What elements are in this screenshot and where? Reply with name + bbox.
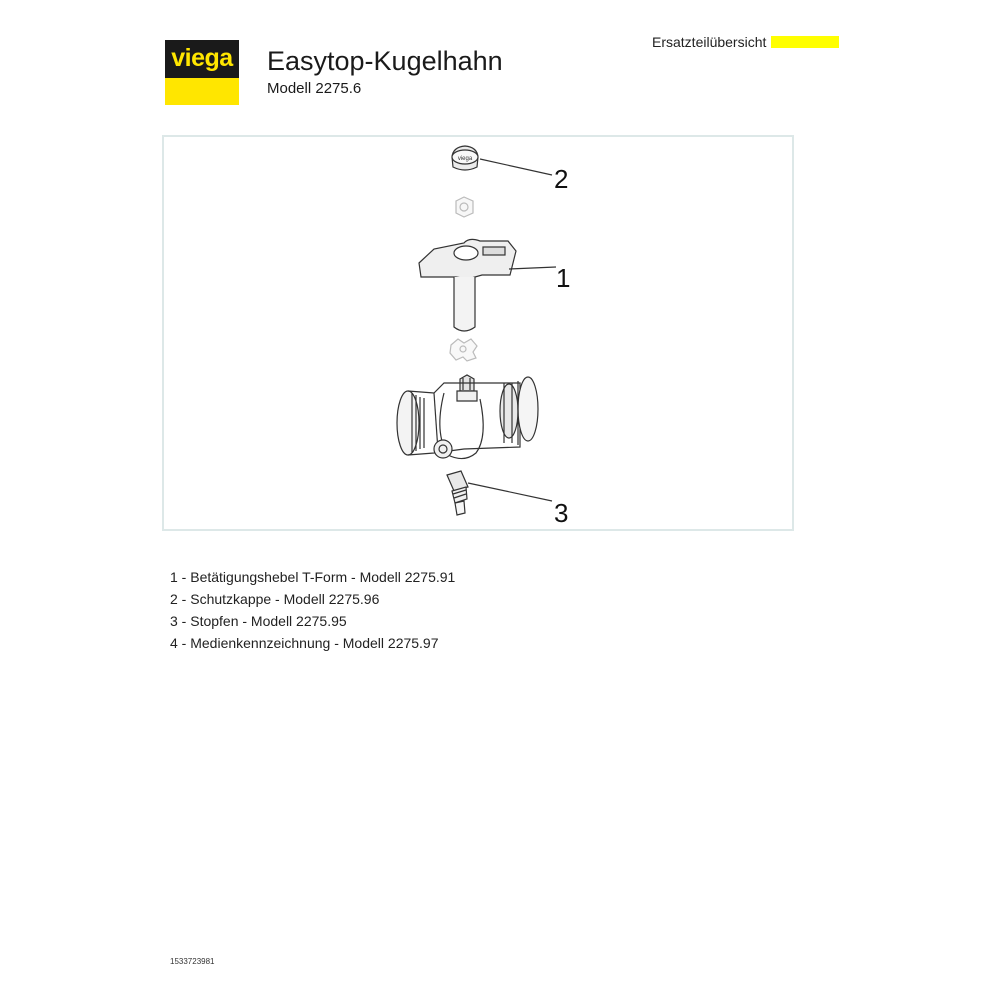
logo-wordmark: viega: [165, 40, 239, 78]
page-title: Easytop-Kugelhahn: [267, 46, 503, 76]
viega-logo: viega: [165, 40, 239, 105]
star-washer-part: [449, 338, 478, 362]
model-subtitle: Modell 2275.6: [267, 80, 362, 97]
protective-cap-part: viega: [451, 145, 479, 171]
callout-1: 1: [556, 263, 570, 293]
parts-list-item: 4 - Medienkennzeichnung - Modell 2275.97: [170, 635, 439, 651]
plug-part: [446, 470, 469, 516]
document-type-label: Ersatzteilübersicht: [652, 34, 767, 50]
leader-line-2: [479, 158, 553, 176]
parts-list-item: 2 - Schutzkappe - Modell 2275.96: [170, 591, 380, 607]
leader-line-1: [508, 266, 557, 270]
cap-logo-text: viega: [458, 156, 473, 162]
exploded-view-drawing: viega: [396, 145, 570, 528]
parts-list: 1 - Betätigungshebel T-Form - Modell 227…: [170, 566, 455, 654]
parts-list-item: 3 - Stopfen - Modell 2275.95: [170, 613, 347, 629]
document-type-marker: [771, 36, 839, 48]
valve-body-part: [396, 374, 539, 460]
nut-part: [455, 196, 474, 218]
t-lever-part: [418, 238, 517, 332]
logo-yellow-band: [165, 78, 239, 105]
callout-3: 3: [554, 498, 568, 528]
leader-line-3: [467, 482, 553, 502]
exploded-view-frame: viega: [162, 135, 794, 531]
document-id: 1533723981: [170, 957, 215, 966]
parts-list-item: 1 - Betätigungshebel T-Form - Modell 227…: [170, 569, 456, 585]
callout-2: 2: [554, 164, 568, 194]
